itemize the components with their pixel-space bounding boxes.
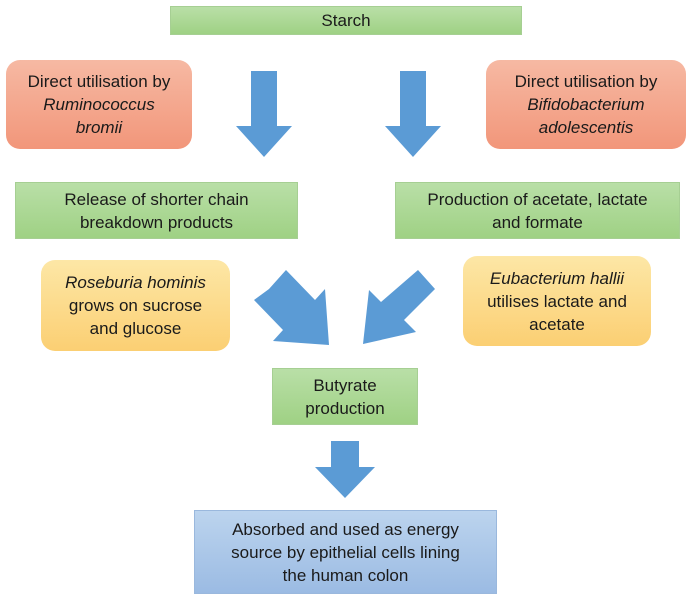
butyrate-box: Butyrate production (272, 368, 418, 425)
arrow-down-bottom (315, 441, 375, 498)
eubacterium-box: Eubacterium hallii utilises lactate and … (463, 256, 651, 346)
arrow-diagonal-right (363, 270, 435, 344)
bifidobacterium-line3: adolescentis (538, 118, 634, 137)
starch-label: Starch (321, 11, 371, 30)
ruminococcus-line1: Direct utilisation by (27, 72, 171, 91)
production-line2: and formate (492, 212, 583, 232)
bifidobacterium-line2: Bifidobacterium (527, 95, 645, 114)
ruminococcus-line2: Ruminococcus (43, 95, 155, 114)
starch-box: Starch (170, 6, 522, 35)
eubacterium-line2: utilises lactate and (487, 291, 627, 311)
roseburia-line1: Roseburia hominis (65, 273, 206, 292)
butyrate-line1: Butyrate (313, 375, 377, 395)
eubacterium-line1: Eubacterium hallii (489, 268, 625, 288)
roseburia-line3: and glucose (89, 319, 182, 338)
release-line2: breakdown products (79, 212, 234, 232)
arrow-down-right (385, 71, 441, 157)
release-line1: Release of shorter chain (64, 189, 249, 209)
absorbed-box: Absorbed and used as energy source by ep… (194, 510, 497, 594)
roseburia-box: Roseburia hominis grows on sucrose and g… (41, 260, 230, 351)
butyrate-line2: production (305, 398, 385, 418)
release-box: Release of shorter chain breakdown produ… (15, 182, 298, 239)
bifidobacterium-box: Direct utilisation by Bifidobacterium ad… (486, 60, 686, 149)
bifidobacterium-line1: Direct utilisation by (514, 72, 658, 91)
absorbed-line1: Absorbed and used as energy (232, 519, 459, 539)
production-line1: Production of acetate, lactate (427, 189, 648, 209)
ruminococcus-line3: bromii (75, 118, 123, 137)
arrow-down-left (236, 71, 292, 157)
production-box: Production of acetate, lactate and forma… (395, 182, 680, 239)
roseburia-line2: grows on sucrose (68, 296, 203, 315)
eubacterium-line3: acetate (529, 314, 585, 334)
ruminococcus-box: Direct utilisation by Ruminococcus bromi… (6, 60, 192, 149)
absorbed-line2: source by epithelial cells lining (231, 542, 460, 562)
absorbed-line3: the human colon (282, 565, 409, 585)
arrow-diagonal-left (254, 270, 329, 345)
